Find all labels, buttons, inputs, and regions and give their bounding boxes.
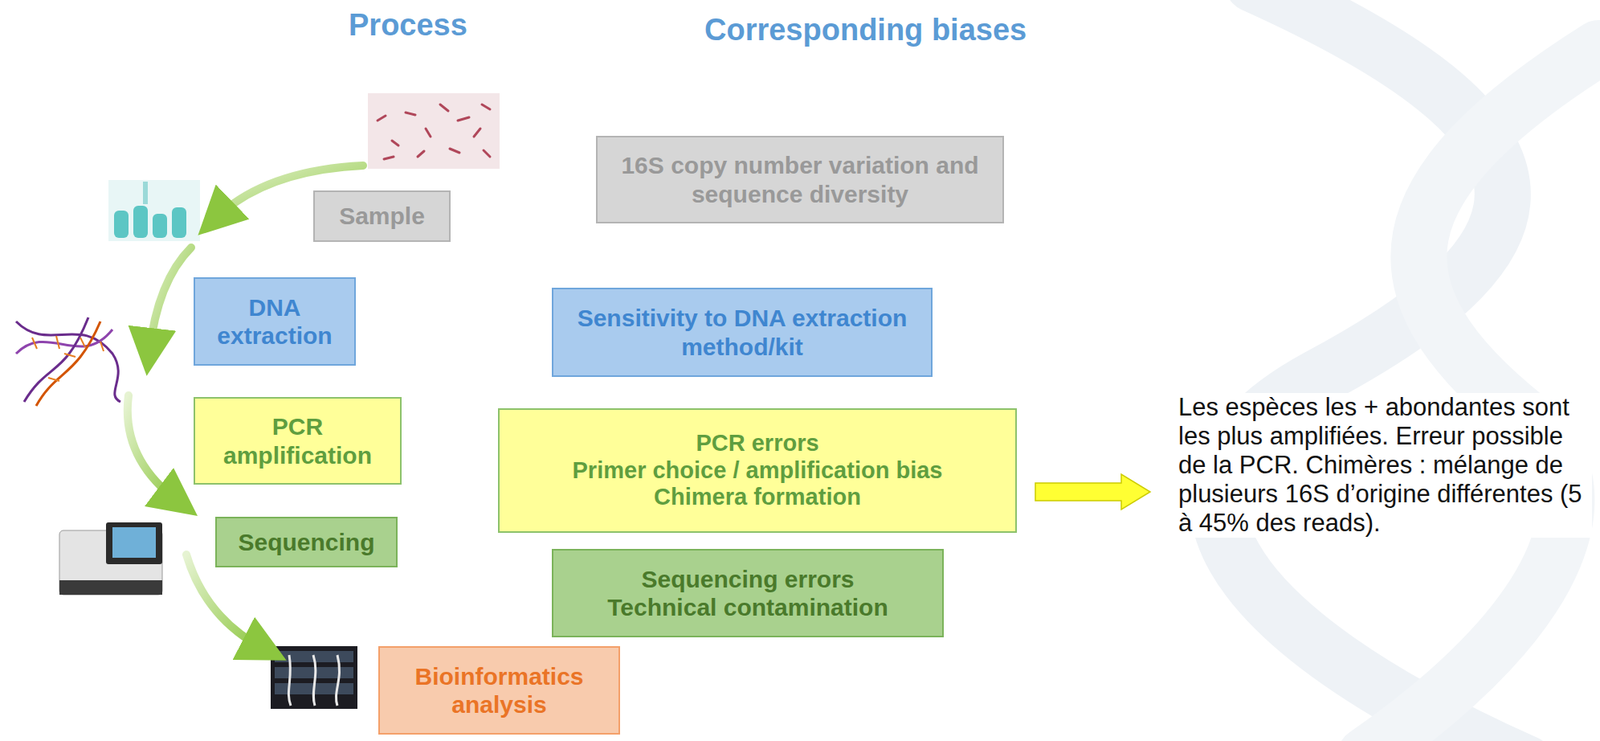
server-image: [270, 645, 358, 709]
box-text: Bioinformatics analysis: [391, 661, 608, 719]
block-arrow: [1035, 473, 1151, 510]
box-text: 16S copy number variation and sequence d…: [608, 151, 992, 208]
box-text: Sample: [338, 201, 425, 230]
bias-box: Sequencing errorsTechnical contamination: [551, 548, 944, 637]
dna-watermark: [1217, 0, 1599, 741]
process-box: DNA extraction: [193, 277, 356, 366]
box-text: Primer choice / amplification bias: [572, 457, 943, 485]
box-text: Technical contamination: [607, 592, 889, 621]
bias-box: 16S copy number variation and sequence d…: [595, 135, 1005, 224]
box-text: PCR errors: [695, 429, 819, 458]
sequencer-image: [59, 522, 163, 595]
bias-box: Sensitivity to DNA extraction method/kit: [551, 287, 933, 377]
note-text: Les espèces les + abondantes sont les pl…: [1178, 392, 1592, 538]
bias-box: PCR errorsPrimer choice / amplification …: [497, 408, 1017, 533]
dna-image: [16, 317, 121, 406]
process-box: Sample: [313, 190, 451, 242]
process-box: PCR amplification: [193, 396, 402, 485]
column-heading: Corresponding biases: [704, 12, 1027, 48]
box-text: Chimera formation: [653, 483, 862, 511]
tubes-image: [108, 179, 200, 241]
box-text: Sensitivity to DNA extraction method/kit: [564, 303, 920, 360]
process-box: Sequencing: [215, 516, 398, 568]
box-text: Sequencing errors: [640, 564, 854, 593]
box-text: PCR amplification: [206, 412, 389, 469]
box-text: DNA extraction: [206, 293, 343, 350]
microscopy-image: [367, 93, 500, 169]
column-heading: Process: [348, 8, 468, 43]
box-text: Sequencing: [237, 527, 375, 556]
process-box: Bioinformatics analysis: [378, 645, 621, 735]
